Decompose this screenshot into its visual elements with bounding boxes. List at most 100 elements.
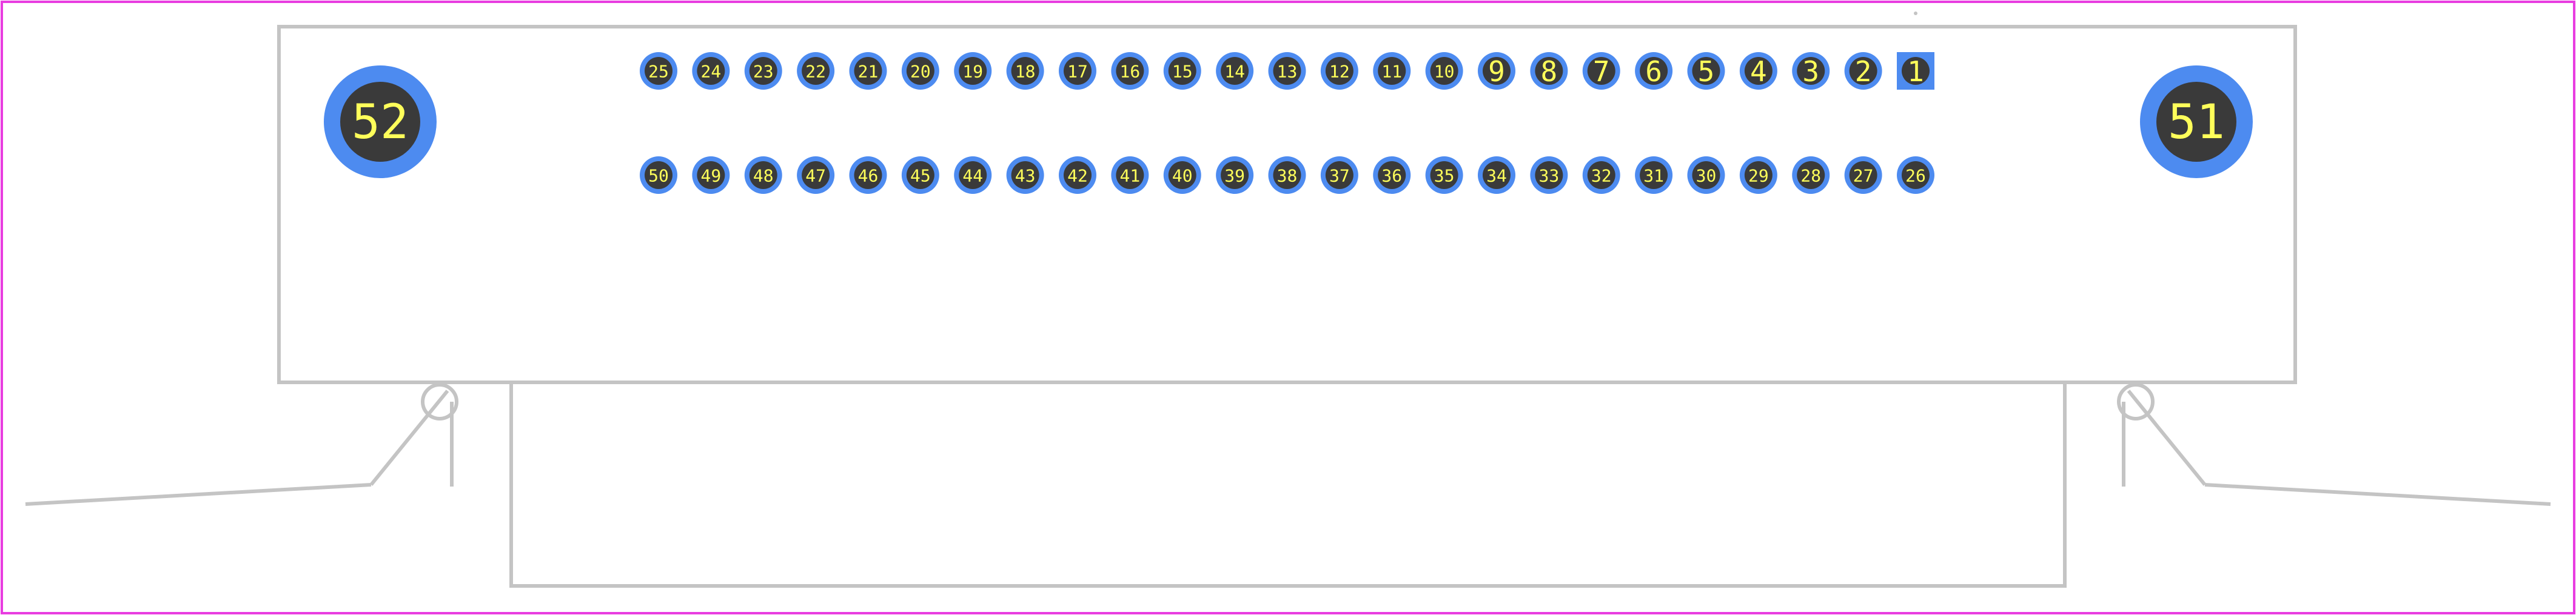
latch-left-arm (369, 390, 449, 486)
pad-11-label: 11 (1381, 62, 1402, 82)
pad-4: 4 (1739, 52, 1777, 90)
pad-5-label: 5 (1698, 55, 1715, 88)
pad-36: 36 (1373, 156, 1411, 194)
pad-51-drill-hole (2156, 82, 2236, 162)
pad-19: 19 (954, 52, 992, 90)
pad-9-drill-hole (1483, 57, 1511, 85)
pad-44-label: 44 (962, 166, 983, 186)
pad-10-label: 10 (1434, 62, 1455, 82)
pad-12-label: 12 (1329, 62, 1350, 82)
pad-8-label: 8 (1541, 55, 1558, 88)
pad-23: 23 (744, 52, 782, 90)
pad-34-label: 34 (1486, 166, 1507, 186)
pad-39-drill-hole (1221, 161, 1249, 189)
pad-10: 10 (1425, 52, 1463, 90)
pad-15-drill-hole (1168, 57, 1196, 85)
pad-41-label: 41 (1120, 166, 1141, 186)
pad-23-drill-hole (749, 57, 777, 85)
pad-45: 45 (901, 156, 939, 194)
pad-18-drill-hole (1011, 57, 1039, 85)
pad-6-drill-hole (1640, 57, 1668, 85)
pad-27-label: 27 (1853, 166, 1874, 186)
pad-30-drill-hole (1692, 161, 1720, 189)
pad-17-label: 17 (1067, 62, 1088, 82)
pad-48: 48 (744, 156, 782, 194)
pad-25-label: 25 (648, 62, 669, 82)
pad-20-drill-hole (906, 57, 934, 85)
pad-48-label: 48 (753, 166, 774, 186)
pad-40-drill-hole (1168, 161, 1196, 189)
pad-4-label: 4 (1750, 55, 1767, 88)
latch-right-pivot (2117, 383, 2155, 421)
pad-8-drill-hole (1535, 57, 1563, 85)
pad-40: 40 (1163, 156, 1201, 194)
pad-37-label: 37 (1329, 166, 1350, 186)
pad-45-drill-hole (906, 161, 934, 189)
pad-47: 47 (797, 156, 835, 194)
pad-13-drill-hole (1273, 57, 1301, 85)
board-edge-outline (509, 382, 2067, 588)
pad-26-label: 26 (1905, 166, 1926, 186)
pad-28-label: 28 (1800, 166, 1821, 186)
pad-2-label: 2 (1855, 55, 1872, 88)
pad-21: 21 (849, 52, 887, 90)
pad-36-drill-hole (1378, 161, 1406, 189)
pad-52-label: 52 (352, 95, 409, 150)
pad-24-drill-hole (697, 57, 725, 85)
pad-38-label: 38 (1277, 166, 1298, 186)
pad-32-label: 32 (1591, 166, 1612, 186)
pad-35-drill-hole (1430, 161, 1458, 189)
pad-21-drill-hole (854, 57, 882, 85)
pad-44-drill-hole (959, 161, 987, 189)
pad-17: 17 (1059, 52, 1096, 90)
latch-left (25, 383, 458, 506)
pad-1-label: 1 (1907, 55, 1924, 88)
pad-3-label: 3 (1802, 55, 1819, 88)
pad-42-drill-hole (1064, 161, 1092, 189)
pad-49: 49 (692, 156, 730, 194)
pad-27-drill-hole (1849, 161, 1877, 189)
pad-40-label: 40 (1172, 166, 1193, 186)
pin-one-marker-dot (1914, 12, 1917, 15)
pad-31-drill-hole (1640, 161, 1668, 189)
pad-8: 8 (1530, 52, 1568, 90)
pad-47-drill-hole (802, 161, 830, 189)
pad-38-drill-hole (1273, 161, 1301, 189)
pad-30: 30 (1687, 156, 1725, 194)
pad-52: 52 (324, 65, 437, 178)
pad-16: 16 (1111, 52, 1149, 90)
pad-24-label: 24 (701, 62, 722, 82)
pad-36-label: 36 (1381, 166, 1402, 186)
pad-46-label: 46 (858, 166, 879, 186)
pad-48-drill-hole (749, 161, 777, 189)
pad-35: 35 (1425, 156, 1463, 194)
pad-20-label: 20 (910, 62, 931, 82)
pad-46-drill-hole (854, 161, 882, 189)
pad-5: 5 (1687, 52, 1725, 90)
pad-11-drill-hole (1378, 57, 1406, 85)
pad-31-label: 31 (1643, 166, 1664, 186)
pad-20: 20 (901, 52, 939, 90)
pad-6-label: 6 (1645, 55, 1662, 88)
pad-16-label: 16 (1120, 62, 1141, 82)
pad-14-label: 14 (1224, 62, 1245, 82)
connector-body-outline (277, 25, 2297, 384)
pad-33-label: 33 (1539, 166, 1560, 186)
pad-7-drill-hole (1587, 57, 1615, 85)
pad-43-drill-hole (1011, 161, 1039, 189)
pad-17-drill-hole (1064, 57, 1092, 85)
pad-31: 31 (1635, 156, 1673, 194)
pad-7: 7 (1582, 52, 1620, 90)
pad-5-drill-hole (1692, 57, 1720, 85)
pad-33-drill-hole (1535, 161, 1563, 189)
pad-47-label: 47 (805, 166, 826, 186)
pad-22-label: 22 (805, 62, 826, 82)
pad-45-label: 45 (910, 166, 931, 186)
pad-11: 11 (1373, 52, 1411, 90)
pad-2-drill-hole (1849, 57, 1877, 85)
pad-33: 33 (1530, 156, 1568, 194)
pad-34-drill-hole (1483, 161, 1511, 189)
